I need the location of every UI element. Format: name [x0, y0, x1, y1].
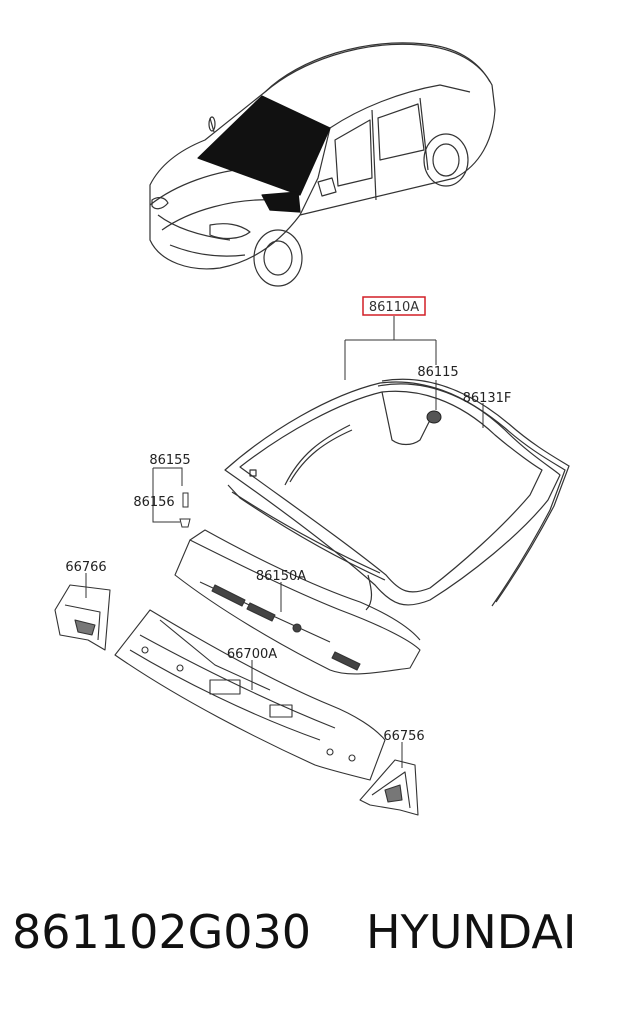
- cowl-bracket-right: [359, 759, 419, 816]
- part-number: 861102G030: [12, 905, 312, 959]
- label-86156: 86156: [133, 495, 174, 510]
- label-86115: 86115: [417, 365, 458, 380]
- car-illustration: [149, 42, 496, 287]
- cowl-top-cover: [174, 529, 421, 675]
- parts-diagram: 86110A: [54, 42, 570, 816]
- label-86150a: 86150A: [256, 569, 306, 584]
- label-66756: 66756: [383, 729, 424, 744]
- label-86131f: 86131F: [463, 391, 512, 406]
- rain-sensor: [426, 410, 442, 424]
- cowl-bracket-left: [54, 584, 111, 651]
- label-66766: 66766: [65, 560, 106, 575]
- windshield-glass: [224, 381, 561, 611]
- label-66700a: 66700A: [227, 647, 277, 662]
- clip-parts: [179, 492, 191, 528]
- leader-lines: [85, 316, 484, 768]
- label-86155: 86155: [149, 453, 190, 468]
- windshield-molding: [377, 378, 570, 607]
- label-86110a: 86110A: [369, 300, 419, 315]
- cowl-panel: [114, 609, 386, 781]
- brand-name: HYUNDAI: [366, 905, 577, 959]
- highlight-box: [362, 296, 426, 316]
